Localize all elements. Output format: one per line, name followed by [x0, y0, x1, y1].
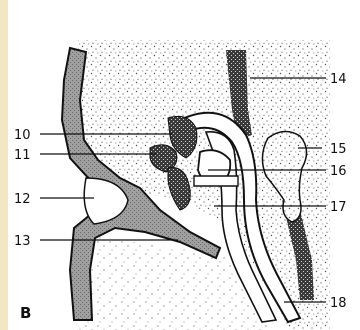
left-margin-strip: [0, 0, 8, 330]
label-12: 12: [14, 192, 31, 207]
label-14: 14: [330, 72, 347, 87]
label-17: 17: [330, 200, 347, 215]
label-15: 15: [330, 142, 347, 157]
panel-letter: B: [20, 304, 31, 322]
label-13: 13: [14, 234, 31, 249]
label-16: 16: [330, 164, 347, 179]
label-11: 11: [14, 148, 31, 163]
label-10: 10: [14, 128, 31, 143]
round-structure-stem: [194, 176, 238, 186]
label-18: 18: [330, 296, 347, 311]
